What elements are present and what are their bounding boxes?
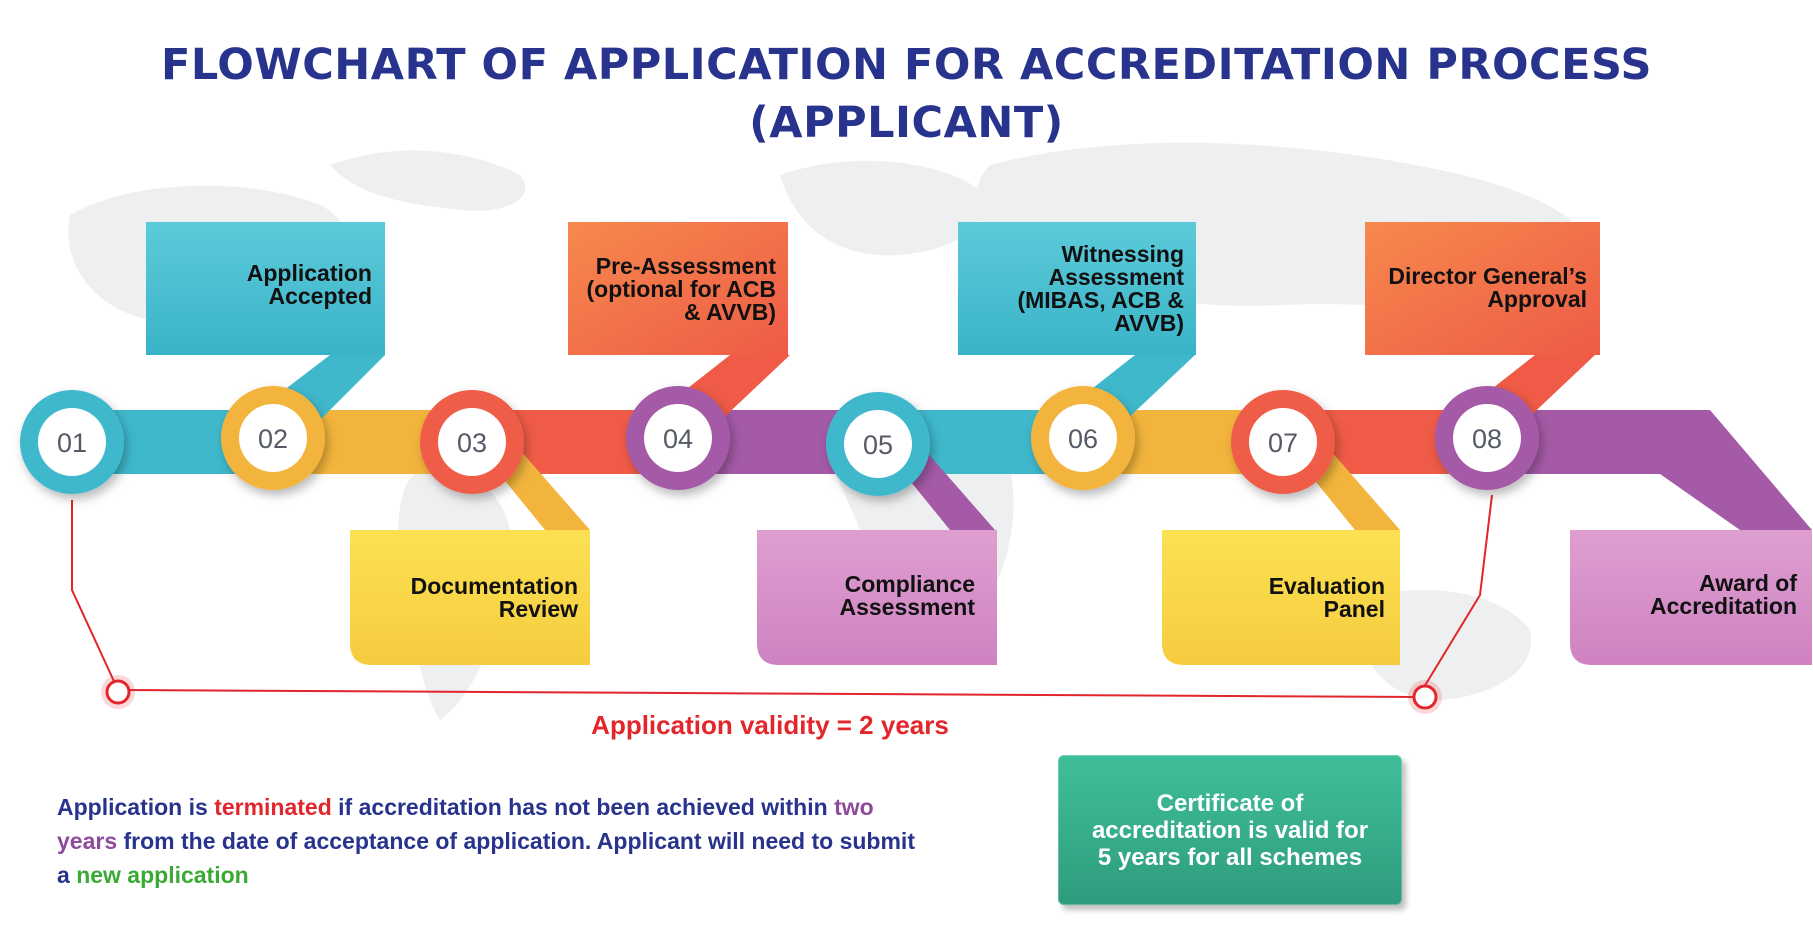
step-circles: 01 02 03 04 05 06 07 08 (20, 386, 1539, 496)
step-circle-02: 02 (221, 386, 325, 490)
termination-note: Application is terminated if accreditati… (57, 790, 917, 892)
step-number-01: 01 (57, 428, 87, 458)
label-evaluation-panel: Evaluation Panel (1268, 573, 1385, 622)
step-circle-03: 03 (420, 390, 524, 494)
label-director-general-approval: Director General’s Approval (1388, 263, 1587, 312)
note-two-years: two years (57, 794, 874, 854)
step-circle-04: 04 (626, 386, 730, 490)
page-title: FLOWCHART OF APPLICATION FOR ACCREDITATI… (161, 40, 1652, 90)
label-pre-assessment: Pre-Assessment (optional for ACB & AVVB) (586, 253, 776, 325)
box-director-general-approval (1365, 222, 1600, 355)
note-text-1: Application is (57, 794, 215, 820)
page-subtitle: (APPLICANT) (749, 98, 1064, 148)
box-documentation-review (350, 530, 590, 665)
ribbon-08-end (1490, 410, 1812, 530)
validity-label: Application validity = 2 years (591, 710, 949, 740)
step-circle-08: 08 (1435, 386, 1539, 490)
step-circle-05: 05 (826, 392, 930, 496)
box-award-of-accreditation (1570, 530, 1812, 665)
step-number-02: 02 (258, 424, 288, 454)
step-number-08: 08 (1472, 424, 1502, 454)
validity-start-marker (101, 675, 135, 709)
box-witnessing-assessment (958, 222, 1196, 355)
box-evaluation-panel (1162, 530, 1400, 665)
step-circle-01: 01 (20, 390, 124, 494)
note-text-3: from the date of acceptance of applicati… (57, 828, 915, 888)
note-terminated: terminated (214, 794, 332, 820)
step-number-06: 06 (1068, 424, 1098, 454)
validity-end-marker (1408, 680, 1442, 714)
label-award-of-accreditation: Award of Accreditation (1650, 570, 1797, 619)
step-number-07: 07 (1268, 428, 1298, 458)
box-pre-assessment (568, 222, 788, 355)
note-new-application: new application (76, 862, 249, 888)
box-application-accepted (146, 222, 385, 355)
box-compliance-assessment (757, 530, 997, 665)
step-number-03: 03 (457, 428, 487, 458)
certificate-text: Certificate of accreditation is valid fo… (1091, 789, 1369, 871)
validity-bracket (71, 494, 1493, 699)
step-circle-07: 07 (1231, 390, 1335, 494)
step-number-05: 05 (863, 430, 893, 460)
label-application-accepted: Application Accepted (246, 260, 372, 309)
label-compliance-assessment: Compliance Assessment (839, 571, 975, 620)
step-circle-06: 06 (1031, 386, 1135, 490)
bottom-boxes (350, 530, 1812, 665)
note-text-2: if accreditation has not been achieved w… (331, 794, 835, 820)
step-number-04: 04 (663, 424, 693, 454)
connector-ribbons (70, 355, 1812, 530)
label-witnessing-assessment: Witnessing Assessment (MIBAS, ACB & AVVB… (1017, 241, 1184, 336)
top-boxes (146, 222, 1600, 355)
label-documentation-review: Documentation Review (410, 573, 578, 622)
certificate-validity-box: Certificate of accreditation is valid fo… (1058, 755, 1402, 905)
